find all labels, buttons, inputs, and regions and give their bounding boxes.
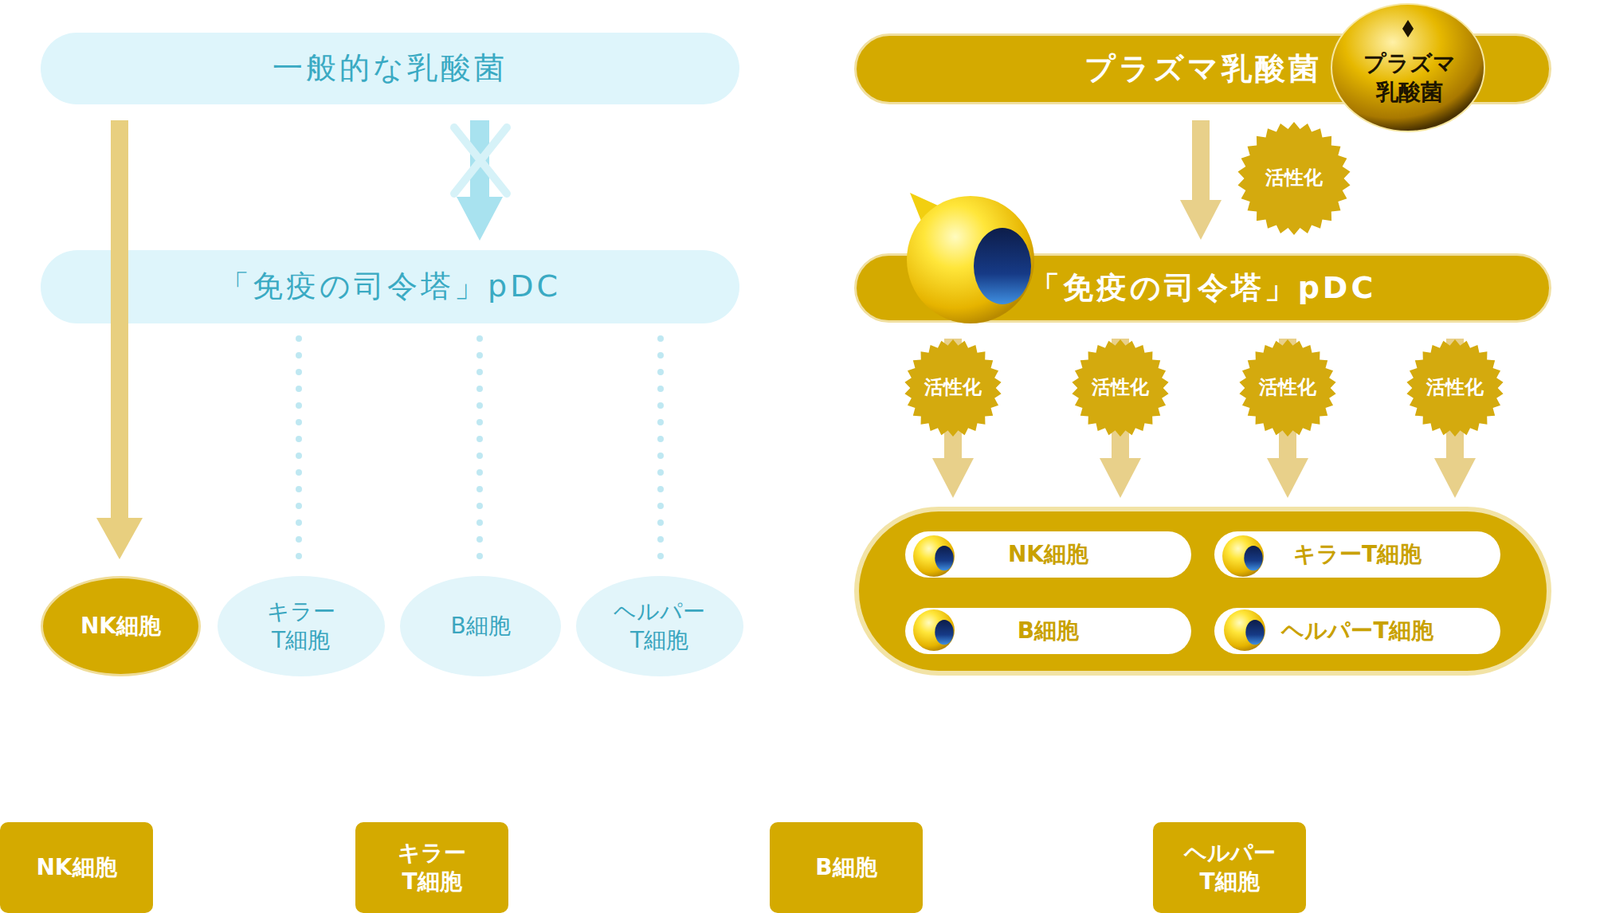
starburst-shape — [1406, 339, 1503, 437]
dotted-line — [295, 338, 302, 560]
connector — [479, 338, 481, 560]
connector — [1180, 120, 1222, 240]
diamond-symbol — [1402, 19, 1414, 38]
cell-circle: NK細胞 — [40, 576, 201, 677]
badge-sphere — [1331, 3, 1485, 132]
mascot-mouth — [934, 619, 953, 645]
mascot-body — [913, 535, 955, 577]
mascot-body — [1222, 535, 1264, 577]
node-text: NK細胞 — [80, 611, 161, 641]
node-text: NK細胞 — [35, 853, 117, 883]
cell-box: NK細胞 — [0, 822, 153, 913]
mascot-figure — [913, 535, 955, 577]
edge-label: 活性化 — [1091, 375, 1150, 400]
cell-box: ヘルパー T細胞 — [1152, 822, 1306, 913]
mascot-mouth — [1243, 545, 1263, 571]
node-text: NK細胞 — [1007, 540, 1089, 569]
cell-box: B細胞 — [769, 822, 923, 913]
node-text: 「免疫の司令塔」pDC — [219, 266, 561, 306]
node-text: B細胞 — [815, 853, 877, 883]
arrow-shaft — [1192, 120, 1210, 200]
node-text: キラーT細胞 — [1293, 540, 1422, 569]
mascot-body — [1223, 609, 1266, 651]
mascot-mouth — [973, 227, 1032, 305]
bacteria-band: 一般的な乳酸菌 — [40, 32, 740, 105]
edge-label: 活性化 — [1258, 375, 1317, 400]
cross-stroke — [454, 127, 507, 194]
node-text: キラー T細胞 — [241, 597, 361, 656]
starburst-shape — [1238, 121, 1351, 236]
activation-badge: 活性化 — [903, 338, 1003, 438]
arrow-head — [96, 517, 143, 560]
starburst-shape — [1071, 339, 1169, 437]
node-text: ヘルパー T細胞 — [1169, 839, 1290, 898]
edge-label: 活性化 — [1426, 375, 1484, 400]
arrow-head — [1180, 200, 1222, 240]
node-text: キラー T細胞 — [372, 839, 492, 898]
node-text: ヘルパー T細胞 — [600, 597, 720, 656]
arrow-head — [932, 458, 974, 499]
mascot-body — [913, 609, 955, 651]
mascot-figure — [1222, 535, 1264, 577]
activation-badge: 活性化 — [1238, 338, 1338, 438]
cell-circle: ヘルパー T細胞 — [576, 576, 744, 677]
cell-box: キラー T細胞 — [355, 822, 509, 913]
starburst-shape — [904, 339, 1001, 437]
mascot-figure — [913, 609, 955, 651]
edge-label: 活性化 — [1265, 165, 1323, 191]
arrow-head — [1099, 458, 1142, 499]
dotted-line — [476, 338, 483, 560]
connector — [298, 338, 300, 560]
arrow-shaft — [110, 120, 129, 518]
node-text: B細胞 — [1017, 616, 1079, 646]
mascot-body — [906, 196, 1035, 324]
node-text: 一般的な乳酸菌 — [272, 48, 508, 88]
node-text: B細胞 — [450, 611, 510, 641]
activation-badge: 活性化 — [1070, 338, 1170, 438]
cell-circle: キラー T細胞 — [217, 576, 385, 677]
dotted-line — [657, 338, 664, 560]
starburst-shape — [1239, 339, 1336, 437]
node-text: 「免疫の司令塔」pDC — [1029, 268, 1377, 308]
connector — [660, 338, 662, 560]
arrow-head — [456, 196, 503, 241]
arrow-head — [1434, 458, 1476, 499]
mascot-figure — [906, 192, 1035, 324]
cross-stroke — [454, 127, 507, 194]
activation-badge: 活性化 — [1236, 121, 1352, 236]
edge-label: 活性化 — [924, 375, 982, 400]
pdc-band: 「免疫の司令塔」pDC — [40, 250, 740, 324]
mascot-figure — [1223, 609, 1266, 651]
node-text: プラズマ 乳酸菌 — [1353, 49, 1466, 108]
cell-group: NK細胞 キラーT細胞 B細胞 ヘルパーT細胞 — [854, 506, 1552, 676]
connector — [96, 120, 143, 560]
node-text: プラズマ乳酸菌 — [1084, 49, 1322, 89]
cross-mark — [454, 127, 507, 194]
mascot-mouth — [934, 545, 953, 571]
activation-badge: 活性化 — [1405, 338, 1505, 438]
mascot-mouth — [1245, 619, 1264, 645]
arrow-head — [1266, 458, 1309, 499]
cell-circle: B細胞 — [400, 576, 561, 677]
node-text: ヘルパーT細胞 — [1281, 616, 1433, 646]
badge-circle: プラズマ 乳酸菌 — [1329, 2, 1490, 134]
